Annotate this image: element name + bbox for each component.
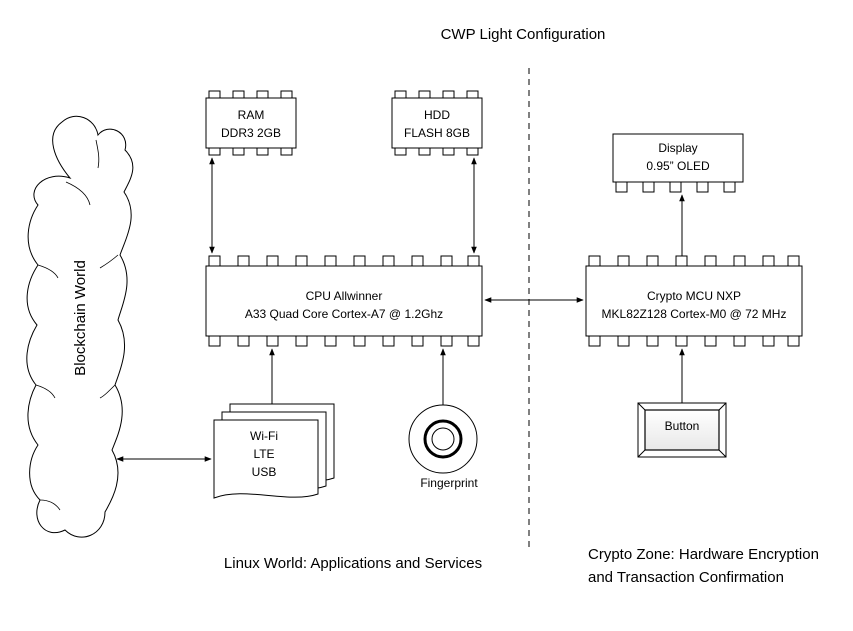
crypto-zone-label-1: Crypto Zone: Hardware Encryption [588, 546, 819, 563]
linux-zone-label: Linux World: Applications and Services [224, 555, 482, 572]
ram-label-1: RAM [238, 108, 265, 122]
ram-label-2: DDR3 2GB [221, 126, 281, 140]
button-label: Button [665, 419, 700, 433]
display-label-2: 0.95” OLED [646, 159, 710, 173]
fingerprint-icon [408, 404, 478, 474]
cloud-icon [26, 115, 134, 538]
mcu-label-1: Crypto MCU NXP [647, 289, 741, 303]
cpu-label-2: A33 Quad Core Cortex-A7 @ 1.2Ghz [245, 307, 443, 321]
network-label-1: Wi-Fi [250, 429, 278, 443]
cpu-label-1: CPU Allwinner [306, 289, 383, 303]
ram-chip: RAM DDR3 2GB [205, 90, 297, 156]
document-stack-icon [213, 403, 335, 499]
mcu-label-2: MKL82Z128 Cortex-M0 @ 72 MHz [602, 307, 787, 321]
hdd-label-1: HDD [424, 108, 450, 122]
mcu-chip: Crypto MCU NXP MKL82Z128 Cortex-M0 @ 72 … [585, 255, 803, 347]
display-label-1: Display [658, 141, 697, 155]
button-icon [637, 402, 727, 458]
display-chip: Display 0.95” OLED [612, 133, 744, 193]
cpu-chip: CPU Allwinner A33 Quad Core Cortex-A7 @ … [205, 255, 483, 347]
network-label-2: LTE [253, 447, 274, 461]
cloud-label: Blockchain World [72, 260, 89, 376]
network-label-3: USB [252, 465, 277, 479]
fingerprint-label: Fingerprint [420, 476, 478, 490]
hdd-chip: HDD FLASH 8GB [391, 90, 483, 156]
diagram-title: CWP Light Configuration [441, 26, 606, 43]
hdd-label-2: FLASH 8GB [404, 126, 470, 140]
crypto-zone-label-2: and Transaction Confirmation [588, 569, 784, 586]
